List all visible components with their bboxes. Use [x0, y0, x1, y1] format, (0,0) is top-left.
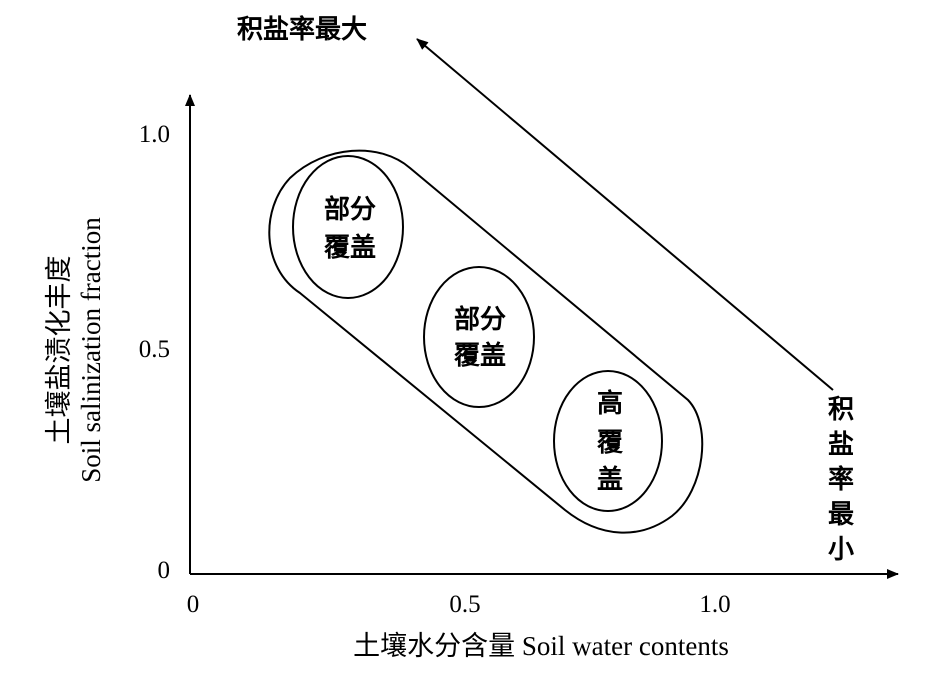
x-tick-1: 1.0 [699, 591, 730, 618]
y-axis-title-en: Soil salinization fraction [76, 217, 106, 483]
ellipse-partial-cover-2 [423, 266, 535, 408]
ellipse-label-line: 盖 [597, 464, 623, 495]
y-axis-title: 土壤盐渍化丰度 Soil salinization fraction [44, 217, 106, 483]
ellipse-label-line: 部分 [454, 305, 506, 335]
y-tick-05: 0.5 [139, 336, 170, 363]
salt-rate-min-char: 率 [828, 464, 854, 495]
ellipse-label-line: 覆盖 [453, 340, 506, 371]
x-axis-title: 土壤水分含量 Soil water contents [353, 631, 729, 661]
x-tick-05: 0.5 [449, 591, 480, 618]
salt-rate-min-char: 盐 [828, 430, 854, 460]
ellipse-high-cover [553, 370, 663, 512]
salt-rate-arrow [416, 38, 834, 391]
salt-rate-min-char: 积 [828, 395, 854, 425]
ellipse-label-line: 部分 [324, 195, 376, 225]
y-axis-title-cn: 土壤盐渍化丰度 [44, 256, 74, 445]
x-tick-0: 0 [187, 591, 200, 618]
ellipse-label-line: 高 [597, 388, 623, 419]
salt-rate-max-label: 积盐率最大 [237, 14, 367, 45]
salt-rate-min-char: 小 [828, 535, 854, 565]
cover-envelope [268, 149, 704, 534]
ellipse-label-line: 覆盖 [323, 232, 376, 263]
ellipse-partial-cover-1 [292, 155, 404, 299]
ellipse-label-line: 覆 [596, 428, 624, 458]
y-tick-1: 1.0 [139, 121, 170, 148]
salt-rate-min-char: 最 [828, 500, 855, 530]
y-tick-0: 0 [158, 557, 171, 584]
salt-rate-min-label: 积 盐 率 最 小 [828, 395, 855, 565]
